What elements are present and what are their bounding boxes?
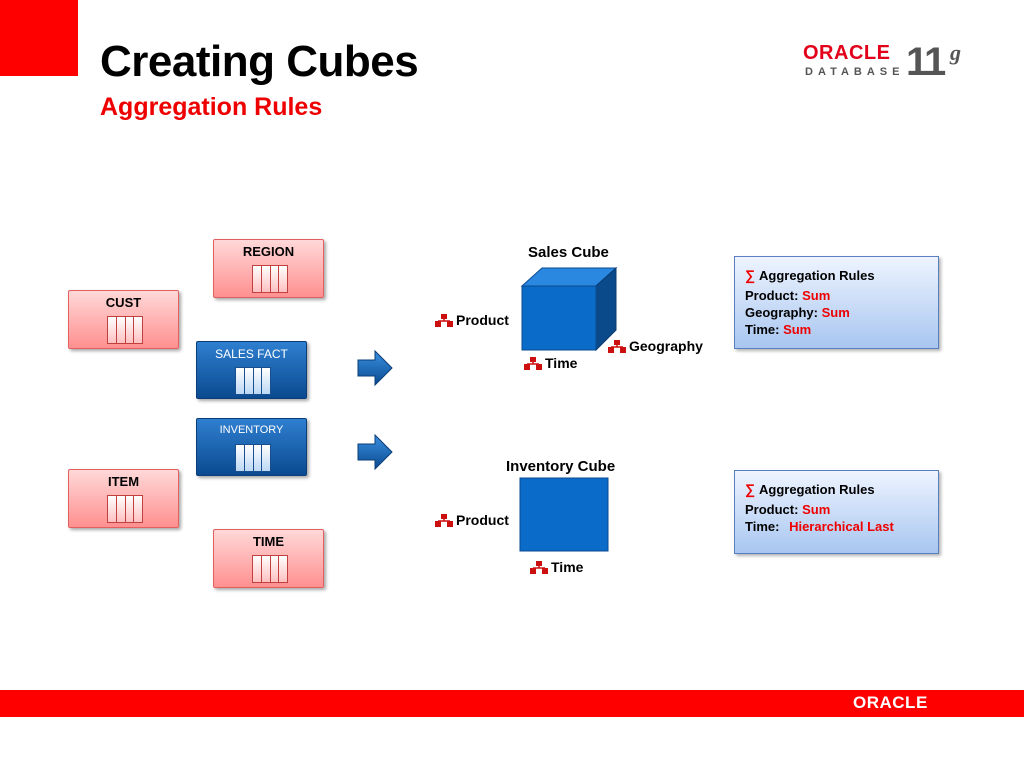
inventory-dim-product-label: Product [456, 512, 509, 528]
item-table[interactable]: ITEM [68, 469, 179, 528]
sales-fact-label: SALES FACT [215, 347, 288, 361]
time-table[interactable]: TIME [213, 529, 324, 588]
rules-title-text: Aggregation Rules [758, 481, 875, 497]
time-table-label: TIME [252, 534, 285, 549]
rule-label: Time: [745, 322, 780, 337]
sigma-icon: ∑ [745, 481, 755, 497]
rule-label: Geography: [745, 305, 818, 320]
item-table-label: ITEM [107, 474, 140, 489]
inventory-aggregation-rules: ∑ Aggregation Rules Product: Sum Time: H… [734, 470, 939, 554]
rule-label: Product: [745, 502, 799, 517]
right-arrow-icon [357, 434, 393, 470]
sales-dim-geography[interactable]: Geography [608, 338, 703, 354]
inventory-cube-title: Inventory Cube [506, 458, 616, 475]
rule-row: Geography: Sum [745, 304, 938, 321]
inventory-dim-time-label: Time [551, 559, 584, 575]
inventory-cube-shape[interactable] [519, 477, 609, 552]
hierarchy-icon [435, 513, 453, 527]
page-title: Creating Cubes [100, 37, 419, 86]
logo-product: DATABASE [805, 66, 905, 78]
hierarchy-icon [530, 560, 548, 574]
page-subtitle: Aggregation Rules [100, 93, 323, 121]
hierarchy-icon [608, 339, 626, 353]
region-table[interactable]: REGION [213, 239, 324, 298]
table-icon [235, 367, 271, 395]
sales-dim-time[interactable]: Time [524, 355, 577, 371]
footer-oracle-logo: ORACLE [853, 693, 928, 712]
sales-aggregation-rules: ∑ Aggregation Rules Product: Sum Geograp… [734, 256, 939, 349]
sales-dim-product-label: Product [456, 312, 509, 328]
right-arrow-icon [357, 350, 393, 386]
table-icon [252, 555, 288, 583]
inventory-fact-table[interactable]: INVENTORY [196, 418, 307, 476]
region-table-label: REGION [242, 244, 295, 259]
sales-dim-geography-label: Geography [629, 338, 703, 354]
cust-table[interactable]: CUST [68, 290, 179, 349]
cust-table-label: CUST [105, 295, 142, 310]
rule-value: Sum [783, 322, 812, 337]
sales-cube-shape[interactable] [520, 266, 618, 352]
rule-value: Sum [802, 288, 831, 303]
hierarchy-icon [524, 356, 542, 370]
rules-title: ∑ Aggregation Rules [745, 481, 938, 497]
sales-fact-table[interactable]: SALES FACT [196, 341, 307, 399]
sales-cube-title: Sales Cube [528, 244, 609, 261]
sales-dim-time-label: Time [545, 355, 578, 371]
rule-value: Sum [821, 305, 850, 320]
rule-row: Time: Hierarchical Last [745, 518, 938, 535]
oracle-database-logo: ORACLE DATABASE 11 g [803, 40, 973, 84]
logo-version-suffix: g [950, 40, 961, 65]
logo-version: 11 [906, 40, 946, 84]
rule-value: Sum [802, 502, 831, 517]
rule-row: Product: Sum [745, 501, 938, 518]
rule-row: Product: Sum [745, 287, 938, 304]
sales-dim-product[interactable]: Product [435, 312, 509, 328]
logo-brand: ORACLE [803, 42, 891, 64]
table-icon [107, 316, 143, 344]
footer-bar: ORACLE [0, 690, 1024, 717]
table-icon [107, 495, 143, 523]
rule-label: Product: [745, 288, 799, 303]
rule-row: Time: Sum [745, 321, 938, 338]
rule-value: Hierarchical Last [789, 519, 894, 534]
corner-accent-block [0, 0, 78, 76]
inventory-dim-product[interactable]: Product [435, 512, 509, 528]
sigma-icon: ∑ [745, 267, 755, 283]
inventory-dim-time[interactable]: Time [530, 559, 583, 575]
table-icon [235, 444, 271, 472]
inventory-fact-label: INVENTORY [219, 424, 284, 436]
rules-title: ∑ Aggregation Rules [745, 267, 938, 283]
rule-label: Time: [745, 519, 780, 534]
rules-title-text: Aggregation Rules [758, 267, 875, 283]
table-icon [252, 265, 288, 293]
hierarchy-icon [435, 313, 453, 327]
